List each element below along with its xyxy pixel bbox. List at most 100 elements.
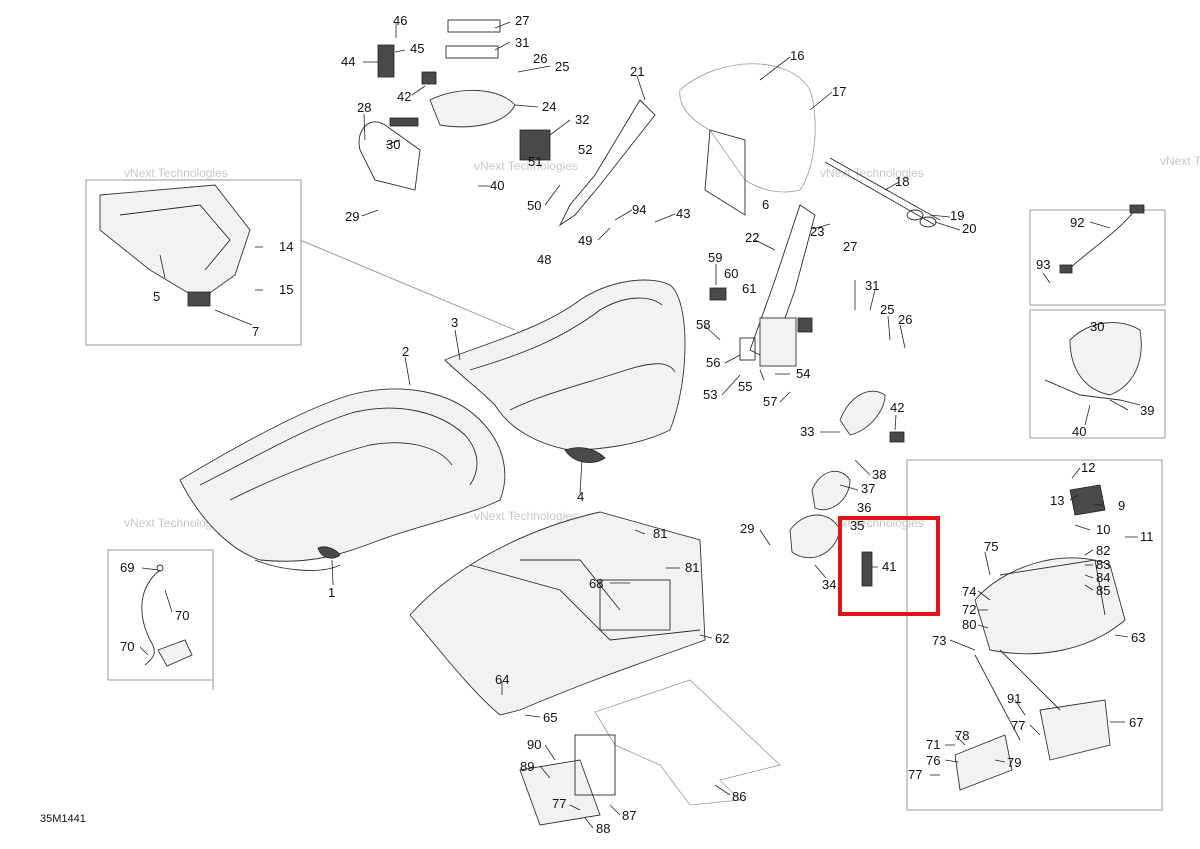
callout-label[interactable]: 72 — [962, 602, 976, 617]
callout-label[interactable]: 40 — [490, 178, 504, 193]
callout-label[interactable]: 62 — [715, 631, 729, 646]
callout-label[interactable]: 30 — [386, 137, 400, 152]
callout-label[interactable]: 23 — [810, 224, 824, 239]
callout-label[interactable]: 5 — [153, 289, 160, 304]
callout-label[interactable]: 68 — [589, 576, 603, 591]
callout-label[interactable]: 89 — [520, 759, 534, 774]
callout-label[interactable]: 33 — [800, 424, 814, 439]
strap-part[interactable] — [358, 19, 516, 191]
under-seat-tray-part[interactable] — [409, 511, 706, 716]
callout-label[interactable]: 27 — [843, 239, 857, 254]
callout-label[interactable]: 43 — [676, 206, 690, 221]
seat-latch-part[interactable] — [789, 390, 905, 559]
callout-label[interactable]: 30 — [1090, 319, 1104, 334]
callout-label[interactable]: 28 — [357, 100, 371, 115]
callout-label[interactable]: 26 — [898, 312, 912, 327]
callout-label[interactable]: 27 — [515, 13, 529, 28]
callout-label[interactable]: 31 — [865, 278, 879, 293]
callout-label[interactable]: 46 — [393, 13, 407, 28]
callout-label[interactable]: 24 — [542, 99, 556, 114]
callout-label[interactable]: 87 — [622, 808, 636, 823]
cable-part[interactable] — [141, 564, 193, 667]
storage-box-part[interactable] — [99, 184, 251, 307]
callout-label[interactable]: 39 — [1140, 403, 1154, 418]
callout-label[interactable]: 12 — [1081, 460, 1095, 475]
callout-label[interactable]: 85 — [1096, 583, 1110, 598]
callout-label[interactable]: 70 — [175, 608, 189, 623]
callout-label[interactable]: 88 — [596, 821, 610, 836]
callout-label[interactable]: 9 — [1118, 498, 1125, 513]
callout-label[interactable]: 29 — [345, 209, 359, 224]
callout-label[interactable]: 37 — [861, 481, 875, 496]
latch-part[interactable] — [377, 44, 551, 161]
callout-label[interactable]: 36 — [857, 500, 871, 515]
callout-label[interactable]: 6 — [762, 197, 769, 212]
callout-label[interactable]: 42 — [890, 400, 904, 415]
callout-label[interactable]: 35 — [850, 518, 864, 533]
callout-label[interactable]: 52 — [578, 142, 592, 157]
bin-part[interactable] — [519, 734, 616, 826]
callout-label[interactable]: 76 — [926, 753, 940, 768]
callout-label[interactable]: 2 — [402, 344, 409, 359]
callout-label[interactable]: 16 — [790, 48, 804, 63]
mat-part[interactable] — [594, 679, 781, 806]
callout-label[interactable]: 45 — [410, 41, 424, 56]
callout-label[interactable]: 17 — [832, 84, 846, 99]
callout-label[interactable]: 3 — [451, 315, 458, 330]
callout-label[interactable]: 64 — [495, 672, 509, 687]
callout-label[interactable]: 40 — [1072, 424, 1086, 439]
callout-label[interactable]: 4 — [577, 489, 584, 504]
callout-label[interactable]: 14 — [279, 239, 293, 254]
callout-label[interactable]: 92 — [1070, 215, 1084, 230]
spring-clip-part[interactable] — [861, 551, 873, 587]
callout-label[interactable]: 91 — [1007, 691, 1021, 706]
callout-label[interactable]: 50 — [527, 198, 541, 213]
callout-label[interactable]: 38 — [872, 467, 886, 482]
callout-label[interactable]: 26 — [533, 51, 547, 66]
callout-label[interactable]: 74 — [962, 584, 976, 599]
callout-label[interactable]: 90 — [527, 737, 541, 752]
callout-label[interactable]: 51 — [528, 154, 542, 169]
callout-label[interactable]: 69 — [120, 560, 134, 575]
callout-label[interactable]: 70 — [120, 639, 134, 654]
callout-label[interactable]: 81 — [685, 560, 699, 575]
callout-label[interactable]: 94 — [632, 202, 646, 217]
callout-label[interactable]: 59 — [708, 250, 722, 265]
callout-label[interactable]: 7 — [252, 324, 259, 339]
callout-label[interactable]: 77 — [552, 796, 566, 811]
callout-label[interactable]: 55 — [738, 379, 752, 394]
callout-label[interactable]: 53 — [703, 387, 717, 402]
callout-label[interactable]: 82 — [1096, 543, 1110, 558]
callout-label[interactable]: 42 — [397, 89, 411, 104]
callout-label[interactable]: 48 — [537, 252, 551, 267]
seat-driver-part[interactable] — [179, 388, 506, 571]
callout-label[interactable]: 54 — [796, 366, 810, 381]
callout-label[interactable]: 1 — [328, 585, 335, 600]
callout-label[interactable]: 61 — [742, 281, 756, 296]
callout-label[interactable]: 18 — [895, 174, 909, 189]
callout-label[interactable]: 41 — [882, 559, 896, 574]
callout-label[interactable]: 22 — [745, 230, 759, 245]
callout-label[interactable]: 71 — [926, 737, 940, 752]
bracket-assembly-part[interactable] — [954, 484, 1126, 791]
callout-label[interactable]: 56 — [706, 355, 720, 370]
callout-label[interactable]: 19 — [950, 208, 964, 223]
callout-label[interactable]: 67 — [1129, 715, 1143, 730]
grab-handle-part[interactable] — [1044, 322, 1142, 406]
callout-label[interactable]: 79 — [1007, 755, 1021, 770]
callout-label[interactable]: 58 — [696, 317, 710, 332]
callout-label[interactable]: 13 — [1050, 493, 1064, 508]
callout-label[interactable]: 93 — [1036, 257, 1050, 272]
callout-label[interactable]: 75 — [984, 539, 998, 554]
callout-label[interactable]: 29 — [740, 521, 754, 536]
callout-label[interactable]: 31 — [515, 35, 529, 50]
backrest-part[interactable] — [679, 63, 816, 216]
callout-label[interactable]: 80 — [962, 617, 976, 632]
callout-label[interactable]: 11 — [1140, 529, 1154, 544]
callout-label[interactable]: 15 — [279, 282, 293, 297]
callout-label[interactable]: 63 — [1131, 630, 1145, 645]
callout-label[interactable]: 83 — [1096, 557, 1110, 572]
callout-label[interactable]: 44 — [341, 54, 355, 69]
callout-label[interactable]: 21 — [630, 64, 644, 79]
callout-label[interactable]: 25 — [555, 59, 569, 74]
